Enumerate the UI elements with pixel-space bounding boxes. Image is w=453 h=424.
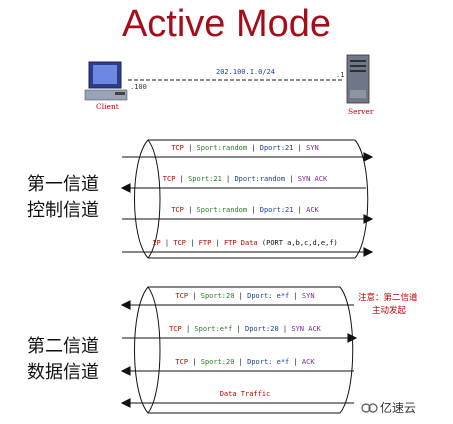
client-host-label: .100 <box>130 83 147 91</box>
packet-field: Sport:20 <box>200 292 235 300</box>
server-label: Server <box>348 107 374 116</box>
channel2-packet-label: TCP | Sport:e*f | Dport:20 | SYN ACK <box>0 325 453 334</box>
channel2-note-line2: 主动发起 <box>372 306 407 316</box>
channel2-label-line2: 数据信道 <box>27 362 99 383</box>
channel1-label-line1: 第一信道 <box>27 174 99 195</box>
channel1-tube <box>134 139 369 259</box>
packet-field: SYN <box>301 292 315 300</box>
packet-field: Sport:21 <box>188 175 222 183</box>
packet-field: | <box>293 144 307 152</box>
packet-field: Sport:random <box>196 144 248 152</box>
packet-field: TCP <box>162 175 176 183</box>
channel2-tube <box>134 286 354 414</box>
packet-field: | <box>185 239 199 247</box>
packet-field: SYN ACK <box>297 175 328 183</box>
client-computer-icon <box>84 61 128 101</box>
channel1-arrows <box>120 152 374 257</box>
packet-field: IP <box>152 239 161 247</box>
packet-field: | <box>183 206 197 214</box>
channel1-packet-label: TCP | Sport:21 | Dport:random | SYN ACK <box>0 175 453 184</box>
packet-field: | <box>247 144 260 152</box>
packet-field: TCP <box>175 358 189 366</box>
packet-field: | <box>293 206 307 214</box>
packet-field: | <box>160 239 174 247</box>
packet-field: | <box>234 358 248 366</box>
packet-field: | <box>289 358 302 366</box>
packet-field: FTP Data <box>223 239 258 247</box>
packet-field: | <box>232 325 245 333</box>
packet-field: TCP <box>169 325 182 333</box>
packet-field: ACK <box>306 206 319 214</box>
packet-field: Data Traffic <box>219 390 271 398</box>
packet-field: | <box>221 175 235 183</box>
packet-field: Sport:20 <box>200 358 235 366</box>
packet-field: Dport:21 <box>259 206 294 214</box>
packet-field: | <box>285 175 298 183</box>
packet-field: FTP <box>198 239 212 247</box>
channel1-packet-label: IP | TCP | FTP | FTP Data (PORT a,b,c,d,… <box>0 239 453 248</box>
client-label: Client <box>96 102 119 111</box>
packet-field: | <box>188 292 201 300</box>
watermark-logo-icon <box>361 403 378 413</box>
packet-field: Sport:random <box>196 206 248 214</box>
packet-field: Dport:21 <box>259 144 294 152</box>
packet-field: | <box>247 206 260 214</box>
packet-field: SYN ACK <box>291 325 321 333</box>
packet-field: Sport:e*f <box>194 325 233 333</box>
packet-field: | <box>278 325 292 333</box>
packet-field: SYN <box>306 144 319 152</box>
watermark-text: 亿速云 <box>380 401 417 415</box>
server-icon <box>346 54 370 104</box>
packet-field: | <box>234 292 248 300</box>
packet-field: | <box>211 239 224 247</box>
packet-field: TCP <box>173 239 186 247</box>
channel2-packet-label: TCP | Sport:20 | Dport: e*f | ACK <box>0 358 453 367</box>
channel2-packet-label: Data Traffic <box>0 390 453 399</box>
packet-field: TCP <box>171 206 184 214</box>
packet-field: Dport: e*f <box>247 358 290 366</box>
subnet-label: 202.100.1.0/24 <box>216 68 276 76</box>
packet-field: TCP <box>175 292 189 300</box>
packet-field: | <box>181 325 195 333</box>
packet-field: Dport:20 <box>245 325 279 333</box>
channel1-packet-label: TCP | Sport:random | Dport:21 | SYN <box>0 144 453 153</box>
channel1-label-line2: 控制信道 <box>27 200 99 221</box>
packet-field: | <box>183 144 197 152</box>
channel2-arrows <box>120 300 358 408</box>
packet-field: | <box>289 292 302 300</box>
packet-field: ACK <box>301 358 315 366</box>
packet-field: Dport: e*f <box>247 292 290 300</box>
channel1-packet-label: TCP | Sport:random | Dport:21 | ACK <box>0 206 453 215</box>
channel2-note-line1: 注意：第二信道 <box>358 293 418 303</box>
channel2-label-line1: 第二信道 <box>27 336 99 357</box>
server-host-label: .1 <box>336 71 345 79</box>
packet-field: | <box>175 175 189 183</box>
channel2-packet-label: TCP | Sport:20 | Dport: e*f | SYN <box>0 292 453 301</box>
packet-field: | <box>188 358 201 366</box>
packet-field: TCP <box>171 144 184 152</box>
packet-field: (PORT a,b,c,d,e,f) <box>257 239 338 247</box>
packet-field: Dport:random <box>234 175 286 183</box>
page-title: Active Mode <box>121 3 332 45</box>
